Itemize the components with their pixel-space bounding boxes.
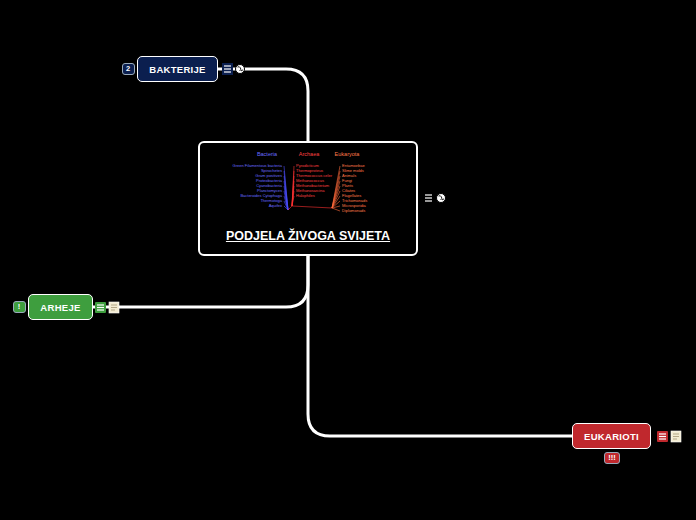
taxon-label: Methanococcus [296,179,324,183]
note-icon [671,431,681,442]
taxon-label: Cyanobacteria [256,184,282,188]
taxon-label: Animals [342,174,356,178]
taxon-label: Trichomonads [342,199,367,203]
list-icon [423,192,434,204]
priority-badge: !!! [604,452,620,464]
taxon-label: Microsporidia [342,204,366,208]
taxon-label: Plants [342,184,353,188]
taxon-label: Aquifex [269,204,282,208]
taxon-label: Thermotoga [260,199,282,203]
domain-heading: Eukaryota [335,152,360,158]
taxon-label: Slime molds [342,169,364,173]
globe-icon [236,65,245,74]
domain-heading: Bacteria [257,152,277,158]
connector-line [93,256,308,307]
taxon-label: Thermoproteus [296,169,323,173]
taxon-label: Planctomyces [257,189,282,193]
taxon-label: Methanobacterium [296,184,329,188]
branch-box: EUKARIOTI [572,423,651,449]
taxon-label: Ciliates [342,189,355,193]
central-title: PODJELA ŽIVOGA SVIJETA [226,229,390,243]
globe-icon [437,194,446,203]
branch-box: BAKTERIJE [137,56,218,82]
taxon-label: Entamoebae [342,164,365,168]
taxon-label: Gram positives [255,174,282,178]
domain-heading: Archaea [299,152,320,158]
taxon-label: Fungi [342,179,352,183]
list-icon [95,302,106,313]
priority-badge: 2 [122,63,135,75]
taxon-label: Spirochetes [261,169,282,173]
list-icon [222,63,233,75]
branch-label: ARHEJE [40,302,80,313]
central-topic: PODJELA ŽIVOGA SVIJETA [198,141,418,256]
branch-box: ARHEJE [28,294,93,320]
taxon-label: Proteobacteria [256,179,282,183]
branch-label: BAKTERIJE [149,64,206,75]
taxon-label: Halophiles [296,194,315,198]
taxon-label: Diplomonads [342,209,365,213]
taxon-label: Green Filamentous bacteria [233,164,282,168]
taxon-label: Bacteroides Cytophaga [240,194,282,198]
connector-line [218,69,308,141]
branch-label: EUKARIOTI [584,431,639,442]
taxon-label: Flagellates [342,194,361,198]
taxon-label: Methanosarcina [296,189,324,193]
priority-badge: ! [13,301,26,313]
connector-line [308,256,572,436]
note-icon [109,302,119,313]
taxon-label: Thermococcus celer [296,174,332,178]
list-icon [657,431,668,442]
taxon-label: Pyrodicticum [296,164,319,168]
